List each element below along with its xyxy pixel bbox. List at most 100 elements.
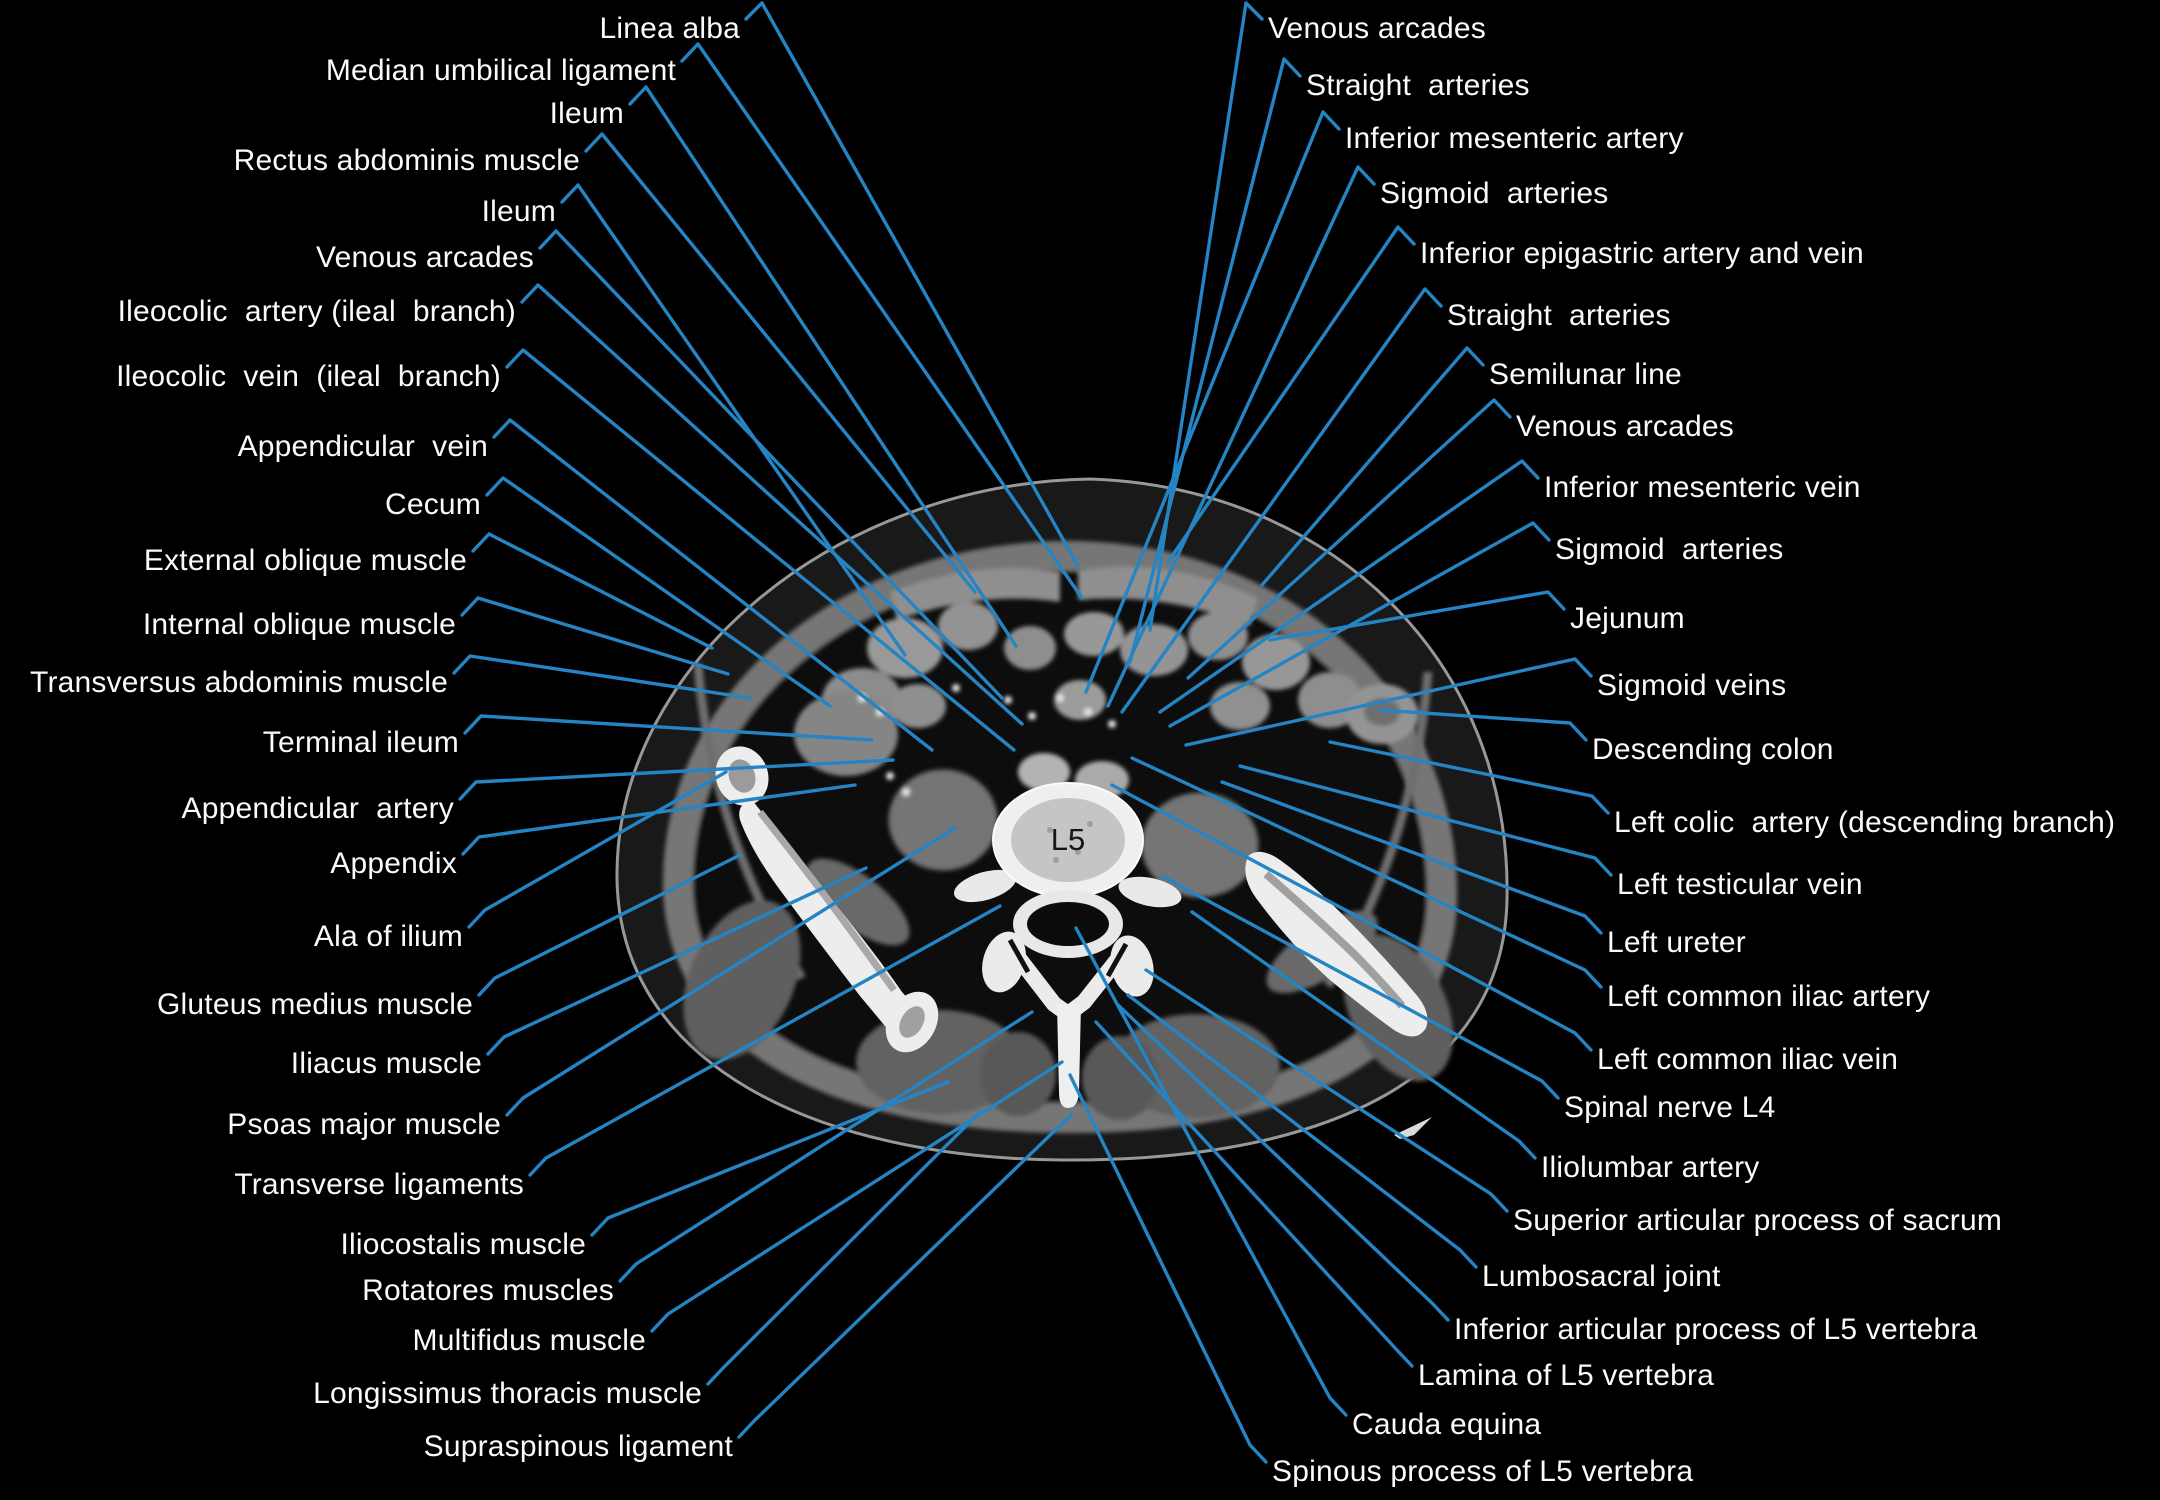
leader-line-appendicular-vein: [492, 418, 934, 752]
rectus-abdominis-left: [890, 567, 1060, 620]
anatomy-label-left-testicular-vein: Left testicular vein: [1617, 868, 1863, 901]
anatomy-label-superior-articular-process-of-sacrum: Superior articular process of sacrum: [1513, 1204, 2003, 1237]
leader-line-gluteus-medius-muscle: [477, 853, 742, 997]
anatomy-label-inferior-mesenteric-vein: Inferior mesenteric vein: [1544, 471, 1861, 504]
anatomy-label-spinous-process-of-l5-vertebra: Spinous process of L5 vertebra: [1272, 1455, 1694, 1488]
leader-line-venous-arcades: [1148, 1, 1264, 632]
leader-line-rectus-abdominis-muscle: [584, 132, 977, 594]
anatomy-label-median-umbilical-ligament: Median umbilical ligament: [325, 54, 676, 87]
leader-line-psoas-major-muscle: [505, 826, 957, 1117]
anatomy-label-iliolumbar-artery: Iliolumbar artery: [1541, 1151, 1760, 1184]
leader-line-jejunum: [1268, 590, 1566, 642]
leader-line-left-ureter: [1220, 780, 1603, 935]
leader-line-left-colic-artery-descending-branch: [1328, 740, 1610, 815]
leader-line-straight-arteries: [1120, 287, 1443, 714]
leader-line-cecum: [485, 476, 832, 708]
anatomy-label-linea-alba: Linea alba: [599, 12, 740, 45]
anatomy-label-left-colic-artery-descending-branch: Left colic artery (descending branch): [1614, 806, 2116, 839]
leader-line-iliocostalis-muscle: [590, 1080, 950, 1237]
anatomy-label-straight-arteries: Straight arteries: [1306, 69, 1530, 102]
leader-line-descending-colon: [1378, 708, 1588, 742]
leader-line-venous-arcades: [538, 229, 1004, 700]
rectus-abdominis-right: [1078, 566, 1258, 626]
anatomy-label-iliocostalis-muscle: Iliocostalis muscle: [340, 1228, 586, 1261]
leader-line-inferior-articular-process-of-l5-vertebra: [1116, 1003, 1450, 1322]
leader-line-spinal-nerve-l4: [1160, 874, 1560, 1100]
anatomy-label-ileum: Ileum: [481, 195, 556, 228]
anatomy-label-left-ureter: Left ureter: [1607, 926, 1746, 959]
anatomy-label-rotatores-muscles: Rotatores muscles: [362, 1274, 614, 1307]
anatomy-label-terminal-ileum: Terminal ileum: [262, 726, 459, 759]
leader-line-internal-oblique-muscle: [460, 596, 730, 676]
transverse-process-right: [1118, 876, 1182, 908]
anatomy-label-spinal-nerve-l4: Spinal nerve L4: [1564, 1091, 1776, 1124]
anatomy-label-sigmoid-arteries: Sigmoid arteries: [1555, 533, 1784, 566]
leader-line-ileocolic-vein-ileal-branch: [505, 348, 1016, 752]
leader-line-superior-articular-process-of-sacrum: [1144, 968, 1509, 1213]
anatomy-label-lamina-of-l5-vertebra: Lamina of L5 vertebra: [1418, 1359, 1715, 1392]
anatomy-label-straight-arteries: Straight arteries: [1447, 299, 1671, 332]
anatomy-label-internal-oblique-muscle: Internal oblique muscle: [142, 608, 456, 641]
anatomy-label-multifidus-muscle: Multifidus muscle: [412, 1324, 646, 1357]
anatomy-label-cecum: Cecum: [384, 488, 481, 521]
leader-line-spinous-process-of-l5-vertebra: [1068, 1073, 1268, 1464]
anatomy-label-lumbosacral-joint: Lumbosacral joint: [1482, 1260, 1721, 1293]
leader-line-semilunar-line: [1260, 346, 1485, 587]
anatomy-label-rectus-abdominis-muscle: Rectus abdominis muscle: [233, 144, 580, 177]
anatomy-label-psoas-major-muscle: Psoas major muscle: [227, 1108, 501, 1141]
vertebra-label: L5: [1051, 822, 1085, 857]
contrast-vessel-dots: [858, 684, 1116, 796]
leader-line-cauda-equina: [1074, 926, 1348, 1417]
anatomy-label-inferior-mesenteric-artery: Inferior mesenteric artery: [1345, 122, 1684, 155]
anatomy-label-iliacus-muscle: Iliacus muscle: [290, 1047, 482, 1080]
anatomy-label-jejunum: Jejunum: [1570, 602, 1685, 635]
leader-line-external-oblique-muscle: [471, 532, 714, 650]
leader-line-ala-of-ilium: [467, 770, 728, 929]
multifidus-left: [980, 1032, 1056, 1116]
transverse-process-left: [953, 869, 1017, 903]
leader-line-appendicular-artery: [458, 758, 895, 801]
leader-line-appendix: [461, 783, 857, 856]
leader-line-linea-alba: [744, 1, 1080, 568]
anatomy-label-cauda-equina: Cauda equina: [1352, 1408, 1542, 1441]
vertebral-body-trabecular: [1011, 798, 1125, 882]
leader-line-terminal-ileum: [463, 714, 874, 742]
multifidus-right: [1082, 1036, 1158, 1120]
anatomy-label-left-common-iliac-vein: Left common iliac vein: [1597, 1043, 1899, 1076]
leader-line-iliacus-muscle: [486, 866, 868, 1056]
leader-line-sigmoid-arteries: [1168, 521, 1551, 728]
spinal-canal: [1027, 902, 1109, 946]
leader-line-inferior-epigastric-artery-and-vein: [1166, 225, 1416, 564]
anatomy-label-inferior-articular-process-of-l5-vertebra: Inferior articular process of L5 vertebr…: [1454, 1313, 1978, 1346]
anatomy-label-external-oblique-muscle: External oblique muscle: [143, 544, 467, 577]
leader-line-ileum: [560, 183, 907, 657]
anatomy-label-transversus-abdominis-muscle: Transversus abdominis muscle: [30, 666, 448, 699]
common-iliac-artery-right: [1018, 753, 1070, 791]
anatomy-label-ileum: Ileum: [549, 97, 624, 130]
iliacus-muscle-left: [806, 858, 910, 946]
leader-line-median-umbilical-ligament: [680, 42, 1084, 600]
trabecular-speckles: [1047, 821, 1093, 863]
leader-line-ileum: [628, 85, 1018, 648]
anatomy-label-semilunar-line: Semilunar line: [1489, 358, 1682, 391]
anatomy-label-venous-arcades: Venous arcades: [1268, 12, 1486, 45]
leader-line-left-testicular-vein: [1238, 764, 1613, 877]
anatomy-label-venous-arcades: Venous arcades: [316, 241, 534, 274]
leader-line-iliolumbar-artery: [1190, 910, 1537, 1160]
leader-line-left-common-iliac-vein: [1110, 783, 1593, 1052]
iliac-wing-right: [1245, 851, 1428, 1037]
anatomy-label-ala-of-ilium: Ala of ilium: [313, 920, 463, 953]
anatomy-label-gluteus-medius-muscle: Gluteus medius muscle: [157, 988, 473, 1021]
leader-line-transversus-abdominis-muscle: [452, 654, 752, 700]
anatomy-label-sigmoid-arteries: Sigmoid arteries: [1380, 177, 1609, 210]
cursor-arrow: [1394, 1117, 1432, 1139]
anatomy-label-inferior-epigastric-artery-and-vein: Inferior epigastric artery and vein: [1420, 237, 1864, 270]
anatomy-label-sigmoid-veins: Sigmoid veins: [1597, 669, 1787, 702]
leader-line-left-common-iliac-artery: [1130, 756, 1603, 989]
anatomy-label-descending-colon: Descending colon: [1592, 733, 1834, 766]
leader-line-multifidus-muscle: [650, 1060, 1064, 1333]
leader-line-transverse-ligaments: [528, 904, 1002, 1177]
leader-line-inferior-mesenteric-vein: [1158, 459, 1540, 714]
